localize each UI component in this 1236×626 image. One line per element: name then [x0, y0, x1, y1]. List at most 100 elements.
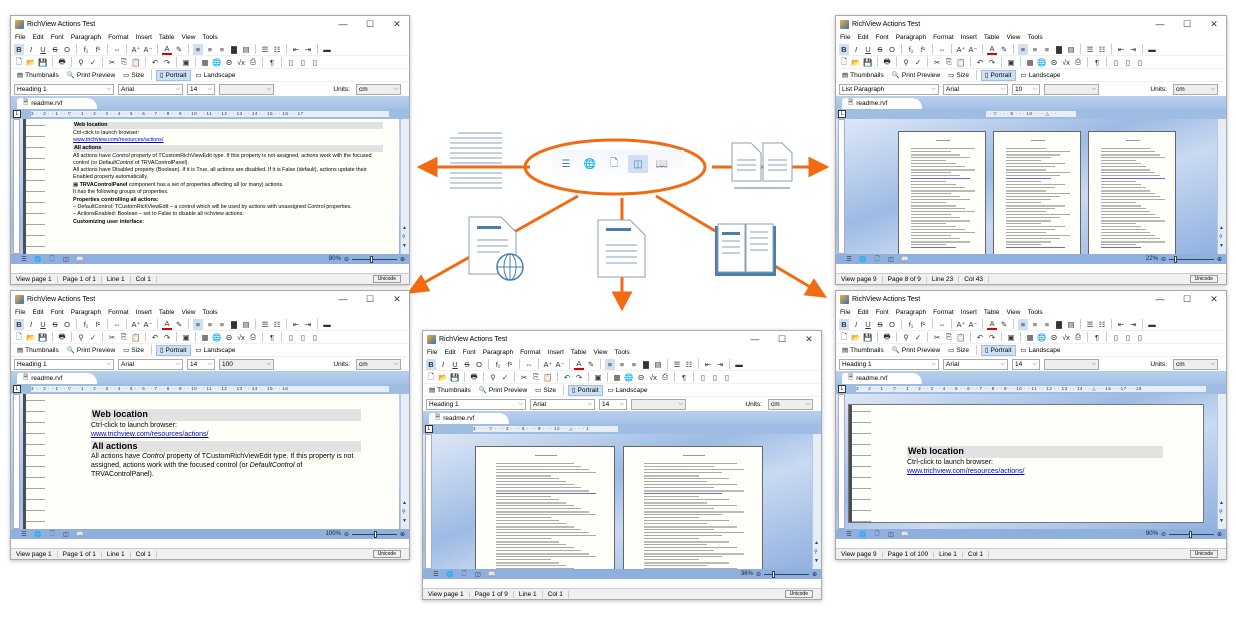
font-combo[interactable]: Arial⌵ — [118, 358, 183, 370]
redo-icon[interactable]: ↷ — [988, 57, 996, 67]
zoom-slider-thumb[interactable] — [1173, 255, 1177, 263]
vertical-ruler[interactable] — [425, 434, 432, 569]
open-icon[interactable]: 📂 — [851, 57, 861, 67]
web-view-icon[interactable]: 🌐 — [34, 531, 42, 538]
close-button[interactable]: ✕ — [393, 18, 401, 29]
vertical-ruler[interactable] — [13, 394, 20, 529]
font-combo[interactable]: Arial⌵ — [530, 398, 595, 410]
menu-view[interactable]: View — [1006, 34, 1021, 41]
menu-tools[interactable]: Tools — [1027, 309, 1043, 316]
print-preview-button[interactable]: 🔍Print Preview — [64, 70, 118, 81]
page-setup-icon[interactable]: ▯ — [700, 372, 706, 382]
tab-stop-selector[interactable]: L — [425, 425, 433, 433]
scroll-down-icon[interactable]: ▼ — [1219, 243, 1224, 249]
insert-picture-icon[interactable]: ▣ — [1007, 57, 1015, 67]
close-button[interactable]: ✕ — [1210, 293, 1218, 304]
insert-symbol-icon[interactable]: Θ — [226, 332, 232, 342]
book-view-icon[interactable]: 📖 — [488, 571, 496, 578]
overline-icon[interactable]: O — [889, 44, 895, 54]
menu-tools[interactable]: Tools — [1027, 34, 1043, 41]
header-icon[interactable]: ▯ — [1125, 332, 1131, 342]
menu-file[interactable]: File — [15, 34, 26, 41]
redo-icon[interactable]: ↷ — [988, 332, 996, 342]
save-icon[interactable]: 💾 — [863, 57, 873, 67]
menu-paragraph[interactable]: Paragraph — [70, 34, 102, 41]
draft-view-icon[interactable]: 🗋 — [49, 531, 55, 537]
copy-icon[interactable]: ⎘ — [946, 57, 952, 66]
indent-increase-icon[interactable]: ⇥ — [1129, 44, 1137, 54]
bold-icon[interactable]: B — [426, 358, 436, 370]
print-icon[interactable]: 🖶 — [883, 331, 891, 341]
insert-symbol-icon[interactable]: Θ — [638, 372, 644, 382]
paragraph-color-icon[interactable]: ▬ — [323, 319, 331, 329]
hyperlink-icon[interactable]: ⇔ — [113, 44, 121, 54]
zoom-out-icon[interactable]: ⊖ — [1160, 256, 1166, 263]
zoom-slider-thumb[interactable] — [772, 570, 776, 578]
book-view-icon[interactable]: 📖 — [76, 256, 84, 263]
menu-format[interactable]: Format — [933, 309, 954, 316]
insert-picture-icon[interactable]: ▣ — [1007, 332, 1015, 342]
minimize-button[interactable]: — — [1155, 19, 1165, 29]
strikeout-icon[interactable]: S — [464, 359, 470, 369]
zoom-slider[interactable] — [763, 570, 809, 578]
portrait-button[interactable]: ▯Portrait — [980, 69, 1016, 81]
normal-view-icon[interactable]: ☰ — [21, 256, 27, 263]
insert-equation-icon[interactable]: √x — [649, 372, 657, 382]
new-icon[interactable]: 🗋 — [427, 371, 435, 381]
browse-object-icon[interactable]: ⚲ — [402, 509, 406, 515]
size-combo[interactable]: 14⌵ — [1012, 358, 1040, 370]
browse-object-icon[interactable]: ⚲ — [1219, 509, 1223, 515]
align-left-icon[interactable]: ≡ — [605, 358, 615, 370]
zoom-in-icon[interactable]: ⊕ — [399, 531, 405, 538]
scroll-up-icon[interactable]: ▲ — [1219, 225, 1224, 231]
size-button[interactable]: ▭Size — [120, 345, 147, 356]
subscript-icon[interactable]: f₁ — [83, 319, 89, 329]
font-grow-icon[interactable]: A⁺ — [543, 359, 553, 369]
save-icon[interactable]: 💾 — [38, 332, 48, 342]
web-view-icon[interactable]: 🌐 — [859, 256, 867, 263]
size-combo[interactable]: 14⌵ — [187, 83, 215, 95]
italic-icon[interactable]: I — [854, 319, 858, 329]
cut-icon[interactable]: ✂ — [520, 372, 528, 382]
copy-icon[interactable]: ⎘ — [121, 332, 127, 341]
insert-hyperlink-icon[interactable]: 🌐 — [1037, 57, 1047, 67]
justify-icon[interactable]: ▇ — [1056, 44, 1062, 54]
bold-icon[interactable]: B — [839, 318, 849, 330]
menu-format[interactable]: Format — [108, 309, 129, 316]
save-icon[interactable]: 💾 — [450, 372, 460, 382]
zoom-slider-thumb[interactable] — [374, 530, 378, 538]
undo-icon[interactable]: ↶ — [976, 57, 984, 67]
bold-icon[interactable]: B — [839, 43, 849, 55]
close-button[interactable]: ✕ — [393, 293, 401, 304]
align-left-icon[interactable]: ≡ — [193, 43, 203, 55]
landscape-button[interactable]: ▭Landscape — [193, 70, 239, 81]
header-icon[interactable]: ▯ — [712, 372, 718, 382]
underline-icon[interactable]: U — [452, 359, 458, 369]
superscript-icon[interactable]: f¹ — [920, 44, 926, 54]
menu-paragraph[interactable]: Paragraph — [482, 349, 514, 356]
tab-stop-selector[interactable]: L — [13, 385, 21, 393]
zoom-combo[interactable]: 100⌵ — [219, 358, 274, 370]
menu-view[interactable]: View — [181, 34, 196, 41]
minimize-button[interactable]: — — [338, 294, 348, 304]
minimize-button[interactable]: — — [750, 334, 760, 344]
book-view-icon[interactable]: 📖 — [76, 531, 84, 538]
maximize-button[interactable]: ☐ — [777, 333, 787, 344]
portrait-button[interactable]: ▯Portrait — [155, 344, 191, 356]
subscript-icon[interactable]: f₁ — [908, 319, 914, 329]
menu-font[interactable]: Font — [50, 34, 64, 41]
menu-format[interactable]: Format — [520, 349, 541, 356]
size-combo[interactable]: 14⌵ — [599, 398, 627, 410]
normal-view-icon[interactable]: ☰ — [846, 256, 852, 263]
size-button[interactable]: ▭Size — [120, 70, 147, 81]
copy-icon[interactable]: ⎘ — [946, 332, 952, 341]
page-break-icon[interactable]: ⎙ — [1075, 57, 1081, 66]
bullets-icon[interactable]: ☰ — [1086, 319, 1094, 329]
menu-file[interactable]: File — [427, 349, 438, 356]
align-center-icon[interactable]: ≡ — [1032, 44, 1038, 54]
new-icon[interactable]: 🗋 — [15, 56, 23, 66]
spell-check-icon[interactable]: ✓ — [89, 332, 97, 342]
show-special-chars-icon[interactable]: ¶ — [1094, 332, 1100, 342]
paragraph-color-icon[interactable]: ▬ — [1148, 44, 1156, 54]
